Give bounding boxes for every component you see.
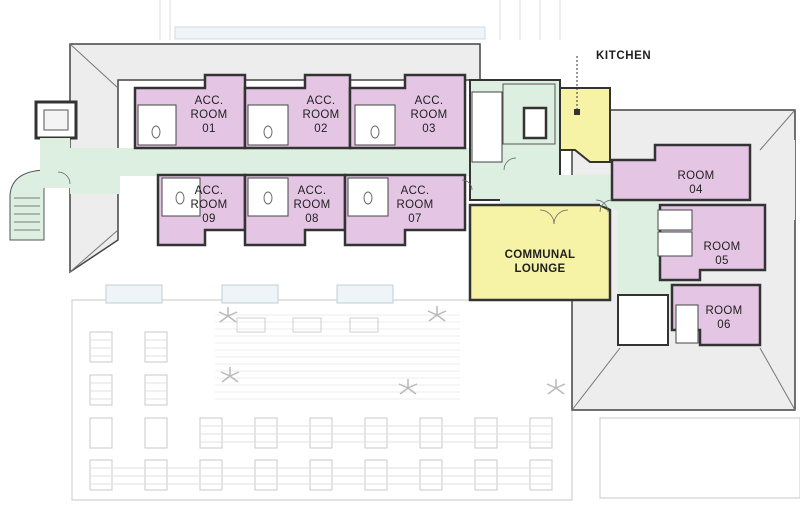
kitchen-label: KITCHEN [596,50,652,62]
terrace-hatch [215,314,460,400]
west-corridor [70,148,470,176]
communal-lounge-line1: COMMUNAL [504,249,576,261]
communal-lounge [468,203,612,302]
skylights [105,284,394,304]
core-wc [471,91,503,163]
acc-rooms-north [133,73,467,150]
west-stair [9,100,78,241]
communal-lounge-label: COMMUNAL LOUNGE [478,248,602,276]
kitchen-leader-mark [574,109,580,115]
lift-shaft [522,106,548,140]
wc-fixtures [151,125,380,205]
door-swings [57,157,613,225]
terrace-tables [236,317,379,333]
top-site-strip [159,0,561,40]
communal-lounge-line2: LOUNGE [514,263,566,275]
east-store [617,294,669,346]
east-bathrooms [657,209,699,344]
top-window [174,26,486,40]
roof-west [69,43,481,274]
palm-trees [218,306,566,395]
kitchen-area [559,87,611,163]
parking-grid-fill [90,339,552,485]
east-edge [775,140,795,220]
west-corridor-end [70,160,120,194]
